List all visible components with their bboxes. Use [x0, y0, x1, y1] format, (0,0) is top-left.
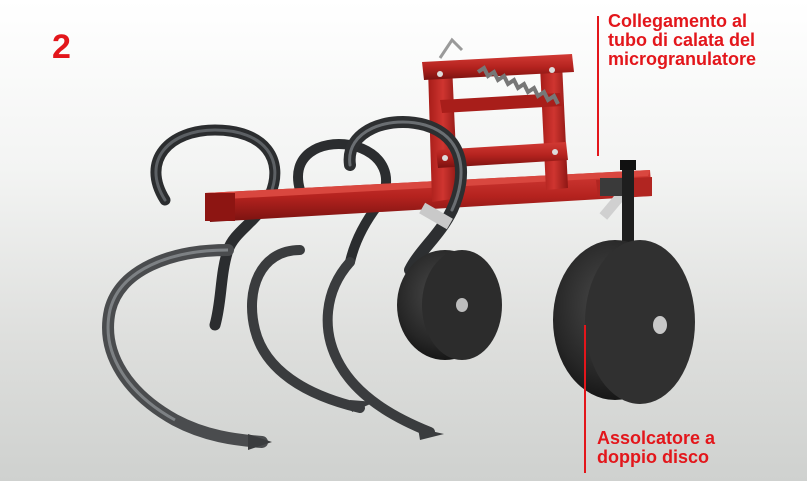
callout-bottom-line2: doppio disco: [597, 448, 715, 467]
callout-line-bottom: [584, 325, 586, 473]
callout-line-top: [597, 16, 599, 156]
callout-bottom-line1: Assolcatore a: [597, 429, 715, 448]
disc-right: [553, 240, 695, 404]
callout-top-line1: Collegamento al: [608, 12, 756, 31]
callout-double-disc-opener: Assolcatore a doppio disco: [597, 429, 715, 467]
disc-left: [397, 250, 502, 360]
callout-microgranulator-link: Collegamento al tubo di calata del micro…: [608, 12, 756, 69]
figure-number: 2: [52, 30, 71, 64]
red-frame: [205, 54, 652, 222]
callout-top-line3: microgranulatore: [608, 50, 756, 69]
callout-top-line2: tubo di calata del: [608, 31, 756, 50]
